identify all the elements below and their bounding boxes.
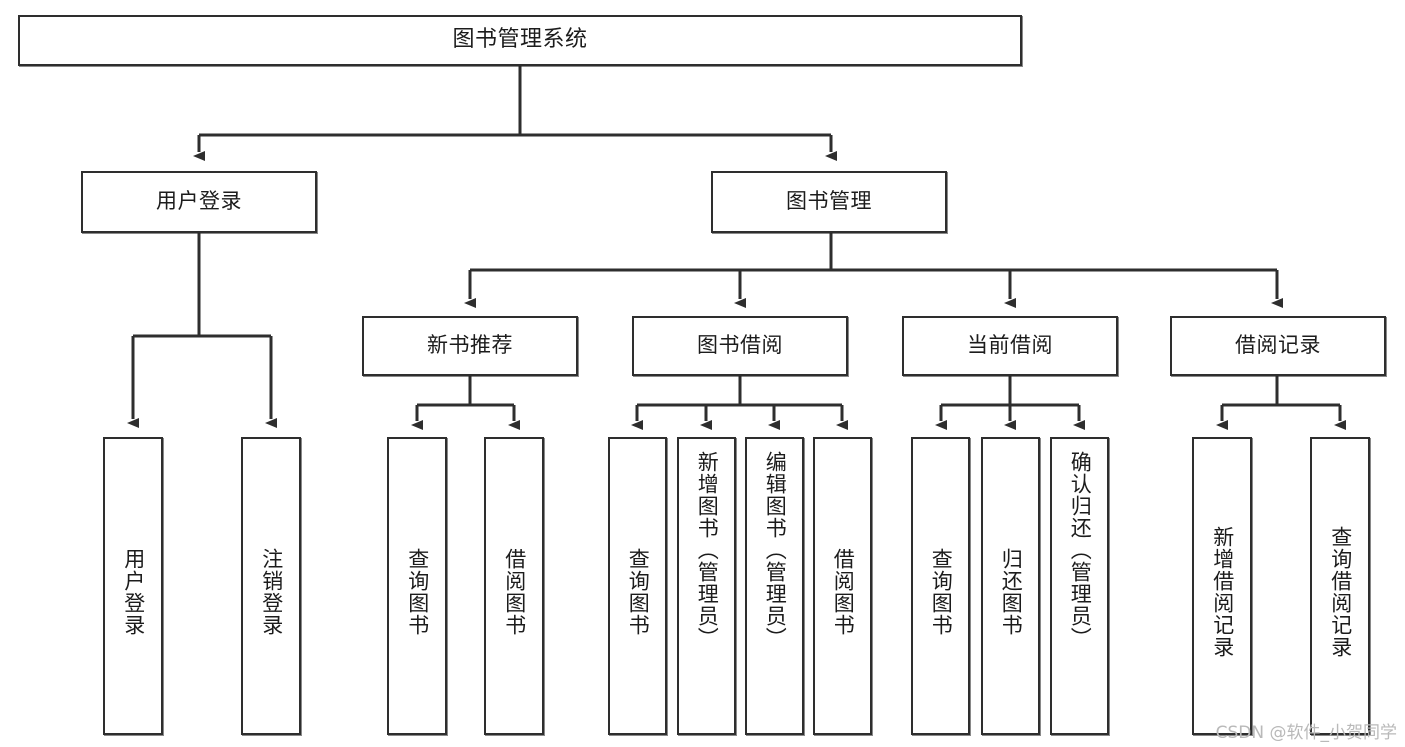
node-label: 借阅图书 bbox=[831, 548, 856, 636]
node-book-management[interactable]: 图书管理 bbox=[711, 171, 947, 233]
watermark: CSDN @软件_小贺同学 bbox=[1215, 723, 1397, 743]
node-label: 新书推荐 bbox=[427, 333, 513, 358]
node-current-borrowing[interactable]: 当前借阅 bbox=[902, 316, 1118, 376]
node-leaf-edit-book-admin[interactable]: 编辑图书（管理员） bbox=[745, 437, 804, 735]
node-leaf-user-login[interactable]: 用户登录 bbox=[103, 437, 163, 735]
node-leaf-logout[interactable]: 注销登录 bbox=[241, 437, 301, 735]
node-label: 编辑图书（管理员） bbox=[763, 451, 788, 649]
node-label: 图书管理系统 bbox=[452, 27, 588, 53]
node-leaf-confirm-return-admin[interactable]: 确认归还（管理员） bbox=[1050, 437, 1109, 735]
node-leaf-query-borrow-record[interactable]: 查询借阅记录 bbox=[1310, 437, 1370, 735]
node-user-login[interactable]: 用户登录 bbox=[81, 171, 317, 233]
node-label: 确认归还（管理员） bbox=[1068, 451, 1093, 649]
node-label: 用户登录 bbox=[156, 189, 242, 214]
node-label: 用户登录 bbox=[121, 548, 146, 636]
node-label: 借阅记录 bbox=[1235, 333, 1321, 358]
node-label: 新增借阅记录 bbox=[1210, 526, 1235, 658]
node-leaf-borrow-books-borrowing[interactable]: 借阅图书 bbox=[813, 437, 872, 735]
node-leaf-add-borrow-record[interactable]: 新增借阅记录 bbox=[1192, 437, 1252, 735]
node-leaf-query-books-borrowing[interactable]: 查询图书 bbox=[608, 437, 667, 735]
node-leaf-borrow-books-recommendation[interactable]: 借阅图书 bbox=[484, 437, 544, 735]
node-label: 查询图书 bbox=[929, 548, 954, 636]
node-label: 查询图书 bbox=[405, 548, 430, 636]
node-label: 当前借阅 bbox=[967, 333, 1053, 358]
node-leaf-add-book-admin[interactable]: 新增图书（管理员） bbox=[677, 437, 736, 735]
node-label: 注销登录 bbox=[259, 548, 284, 636]
node-leaf-return-books[interactable]: 归还图书 bbox=[981, 437, 1040, 735]
node-leaf-query-books-current[interactable]: 查询图书 bbox=[911, 437, 970, 735]
node-leaf-query-books-recommendation[interactable]: 查询图书 bbox=[387, 437, 447, 735]
node-borrowing-records[interactable]: 借阅记录 bbox=[1170, 316, 1386, 376]
node-label: 新增图书（管理员） bbox=[695, 451, 720, 649]
node-label: 查询借阅记录 bbox=[1328, 526, 1353, 658]
node-root-book-management-system[interactable]: 图书管理系统 bbox=[18, 15, 1022, 66]
node-label: 图书借阅 bbox=[697, 333, 783, 358]
node-label: 图书管理 bbox=[786, 189, 872, 214]
node-new-book-recommendation[interactable]: 新书推荐 bbox=[362, 316, 578, 376]
node-label: 归还图书 bbox=[999, 548, 1024, 636]
node-label: 借阅图书 bbox=[502, 548, 527, 636]
node-label: 查询图书 bbox=[626, 548, 651, 636]
node-book-borrowing[interactable]: 图书借阅 bbox=[632, 316, 848, 376]
